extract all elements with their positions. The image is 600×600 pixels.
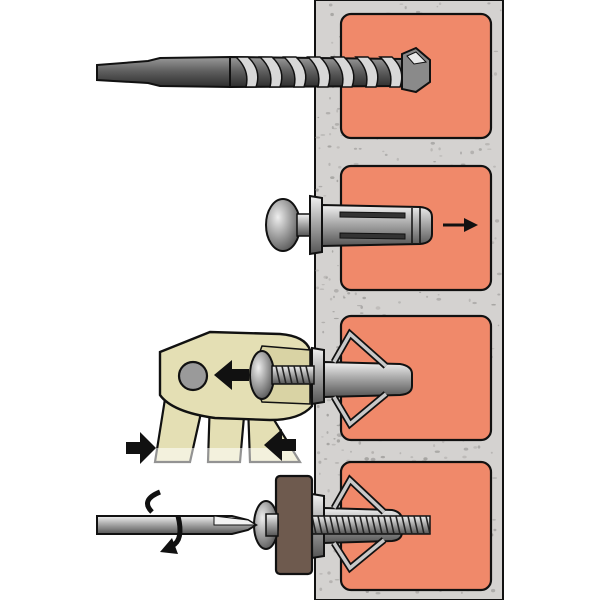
anchor-wing-upper-3-fill: [332, 331, 388, 368]
screw-neck-2: [296, 213, 312, 237]
squeeze-arrow-left-icon: [264, 429, 296, 461]
step-1-drill-bit: [96, 46, 431, 94]
screwdriver-tip-facet: [213, 515, 258, 526]
fixture-washer: [274, 474, 314, 576]
pliers-pivot: [177, 360, 209, 392]
step-3-pliers-expand: [126, 328, 413, 468]
drill-flutes: [234, 56, 403, 88]
pliers-handle-fade: [150, 448, 310, 468]
drill-shank: [96, 55, 231, 89]
step-2-anchor-insert: [265, 194, 478, 256]
screw-head-3: [249, 350, 275, 400]
drill-tip-highlight: [406, 51, 428, 65]
screw-threads-3: [275, 365, 311, 385]
arrow-right-icon: [443, 218, 478, 232]
anchor-wing-lower-3-fill: [332, 392, 388, 427]
anchor-slot-bottom-2: [339, 232, 406, 240]
anchor-slot-top-2: [339, 211, 406, 219]
rotate-arrow-icon: [145, 489, 183, 554]
screw-neck-4: [265, 513, 279, 537]
anchor-sleeve-2: [321, 203, 433, 248]
anchor-wing-lower-4-fill: [332, 538, 386, 571]
squeeze-arrow-right-icon: [126, 432, 156, 464]
screw-head-2: [265, 198, 301, 252]
step-4-screwdriver-tighten: [96, 474, 431, 576]
anchor-wing-upper-4-fill: [332, 477, 386, 514]
anchor-flange-2: [309, 194, 323, 256]
anchor-sleeve-3: [323, 360, 413, 399]
arrow-left-icon: [214, 360, 249, 390]
